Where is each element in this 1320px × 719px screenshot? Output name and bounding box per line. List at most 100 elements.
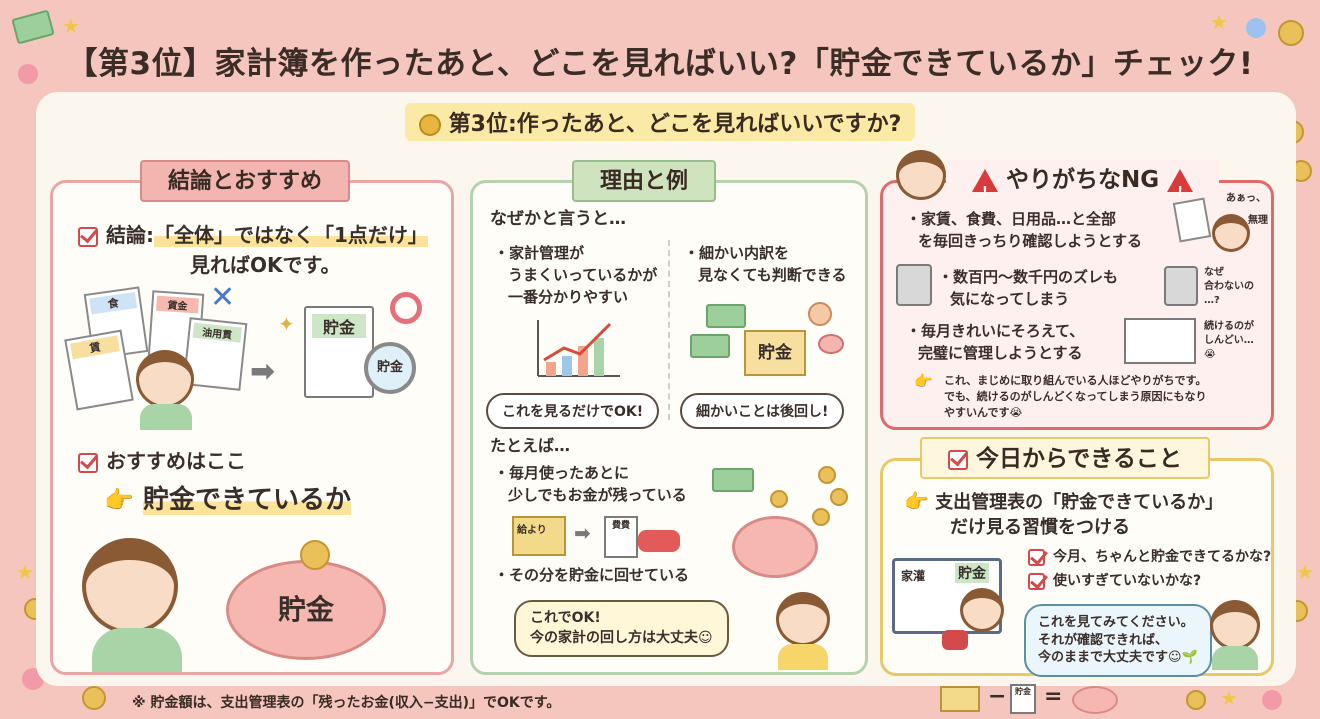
overwhelmed-woman-icon <box>1212 214 1250 252</box>
piggy-bank-icon <box>732 516 818 578</box>
medal-icon <box>418 114 441 136</box>
example2: ・その分を貯金に回せている <box>494 566 690 584</box>
coin-icon <box>770 490 788 508</box>
pointing-hand-icon: 👉 <box>104 486 134 514</box>
bubble-look-only: これを見るだけでOK! <box>486 393 660 429</box>
car-icon <box>638 530 680 552</box>
envelope-icon <box>940 686 980 712</box>
reason1-line2: うまくいっているかが <box>508 266 658 284</box>
checkbox-icon <box>78 452 98 473</box>
book-left-label: 家灌 <box>901 569 926 583</box>
growth-chart-icon <box>537 320 620 377</box>
ng-side2-line3: …? <box>1204 295 1220 306</box>
checkbox-icon <box>1028 572 1045 590</box>
divider <box>668 240 670 420</box>
ng-side1-line2: 無理 <box>1248 215 1268 226</box>
example1-line1: ・毎月使ったあとに <box>494 464 630 482</box>
car-icon <box>818 334 844 354</box>
equals-sign: = <box>1044 684 1063 709</box>
ng-item3-line1: ・毎月きれいにそろえて、 <box>906 322 1085 340</box>
conclusion-line2: 見ればOKです。 <box>190 253 341 277</box>
ledger-book-icon <box>1124 318 1196 364</box>
savings-document-label: 貯金 <box>312 314 366 338</box>
pointing-hand-icon: 👉 <box>904 489 929 513</box>
coin-icon <box>82 686 106 710</box>
utility-document-label: 油用貫 <box>192 322 242 343</box>
star-icon: ★ <box>1296 560 1314 584</box>
conclusion-label: 結論: <box>106 223 154 247</box>
star-icon: ★ <box>1210 10 1228 34</box>
minus-sign: − <box>988 684 1007 709</box>
reason2-line1: ・細かい内訳を <box>684 244 790 262</box>
woman-face-icon <box>136 350 194 408</box>
coin-icon <box>300 540 330 570</box>
ng-side3-line2: しんどい… <box>1204 335 1254 346</box>
papers-icon <box>1172 197 1212 243</box>
ng-ribbon-text: やりがちなNG <box>1006 167 1160 193</box>
pointing-hand-icon: 👉 <box>914 372 933 390</box>
today-main-line1: 支出管理表の「貯金できているか」 <box>935 492 1224 513</box>
coin-icon <box>812 508 830 526</box>
ok-bubble: これでOK! 今の家計の回し方は大丈夫☺ <box>514 600 729 657</box>
savings-box: 貯金 <box>744 330 806 376</box>
ok-bubble-line2: 今の家計の回し方は大丈夫☺ <box>530 630 713 647</box>
today-ribbon-text: 今日からできること <box>976 446 1182 472</box>
ng-item1-line2: を毎回きっちり確認しようとする <box>918 232 1142 250</box>
coin-icon <box>818 466 836 484</box>
house-icon <box>808 302 832 326</box>
ok-bubble-line1: これでOK! <box>530 610 601 626</box>
checkbox-icon <box>78 226 98 247</box>
star-icon: ★ <box>62 14 80 38</box>
coin-icon <box>1186 690 1206 710</box>
ng-side1-line1: あぁっ、 <box>1226 193 1266 204</box>
reason2-line2: 見なくても判断できる <box>698 266 847 284</box>
happy-woman-icon <box>82 538 178 634</box>
today-bubble-line3: 今のままで大丈夫です☺🌱 <box>1038 650 1198 666</box>
footnote: ※ 貯金額は、支出管理表の「残ったお金(収入−支出)」でOKです。 <box>132 695 561 711</box>
piggy-bank-label: 貯金 <box>277 593 334 626</box>
ng-item2-line2: 気になってしまう <box>950 290 1070 308</box>
rent-document-2: 賃 <box>64 329 134 411</box>
subtitle-row: 第3位:作ったあと、どこを見ればいいですか? <box>0 103 1320 141</box>
reason-ribbon: 理由と例 <box>572 160 717 202</box>
circle-ok-icon <box>390 292 422 324</box>
advisor-woman-icon <box>1210 600 1260 650</box>
ng-item2-line1: ・数百円〜数千円のズレも <box>938 268 1119 286</box>
today-ribbon: 今日からできること <box>920 437 1210 479</box>
woman-body-icon <box>140 404 192 430</box>
recommend-main: 貯金できているか <box>142 485 351 515</box>
ng-note-line1: これ、まじめに取り組んでいる人ほどやりがちです。 <box>944 374 1207 387</box>
formula-label: 貯金 <box>1015 687 1031 696</box>
cross-icon: ✕ <box>210 280 236 315</box>
ng-side2-line1: なぜ <box>1204 267 1224 278</box>
magnifier-icon: 貯金 <box>364 342 416 394</box>
purse-icon <box>942 630 968 650</box>
checkbox-icon <box>948 449 968 470</box>
example1-line2: 少しでもお金が残っている <box>508 486 687 504</box>
savings-box-label: 貯金 <box>758 343 792 363</box>
ng-side3-line3: 😭 <box>1204 349 1216 360</box>
today-advice-bubble: これを見てみてください。 それが確認できれば、 今のままで大丈夫です☺🌱 <box>1024 604 1212 677</box>
piggy-bank-icon <box>1072 686 1118 714</box>
magnifier-label: 貯金 <box>376 360 403 375</box>
envelope-icon: 給より <box>512 516 566 556</box>
page-title: 【第3位】家計簿を作ったあと、どこを見ればいい?「貯金できているか」チェック! <box>66 46 1254 82</box>
worried-woman-icon <box>896 150 946 200</box>
woman-with-purse-icon <box>960 588 1004 632</box>
example-heading: たとえば… <box>490 436 571 455</box>
calculator-icon <box>896 264 932 306</box>
savings-document: 貯金 <box>304 306 374 398</box>
today-check2: 使いすぎていないかな? <box>1053 573 1202 589</box>
subtitle-banner: 第3位:作ったあと、どこを見ればいいですか? <box>404 103 916 141</box>
bill-label: 費費 <box>611 521 630 531</box>
calculator-icon <box>1164 266 1198 306</box>
bubble-later: 細かいことは後回し! <box>680 393 845 429</box>
today-bubble-line1: これを見てみてください。 <box>1038 615 1194 630</box>
conclusion-ribbon: 結論とおすすめ <box>140 160 351 202</box>
today-check2-row: 使いすぎていないかな? <box>1028 572 1201 590</box>
money-bills-icon <box>712 468 754 492</box>
checkbox-icon <box>1028 548 1045 566</box>
happy-woman-body <box>92 628 182 672</box>
today-main-line2: だけ見る習慣をつける <box>950 517 1130 538</box>
today-check1: 今月、ちゃんと貯金できてるかな? <box>1053 549 1272 565</box>
